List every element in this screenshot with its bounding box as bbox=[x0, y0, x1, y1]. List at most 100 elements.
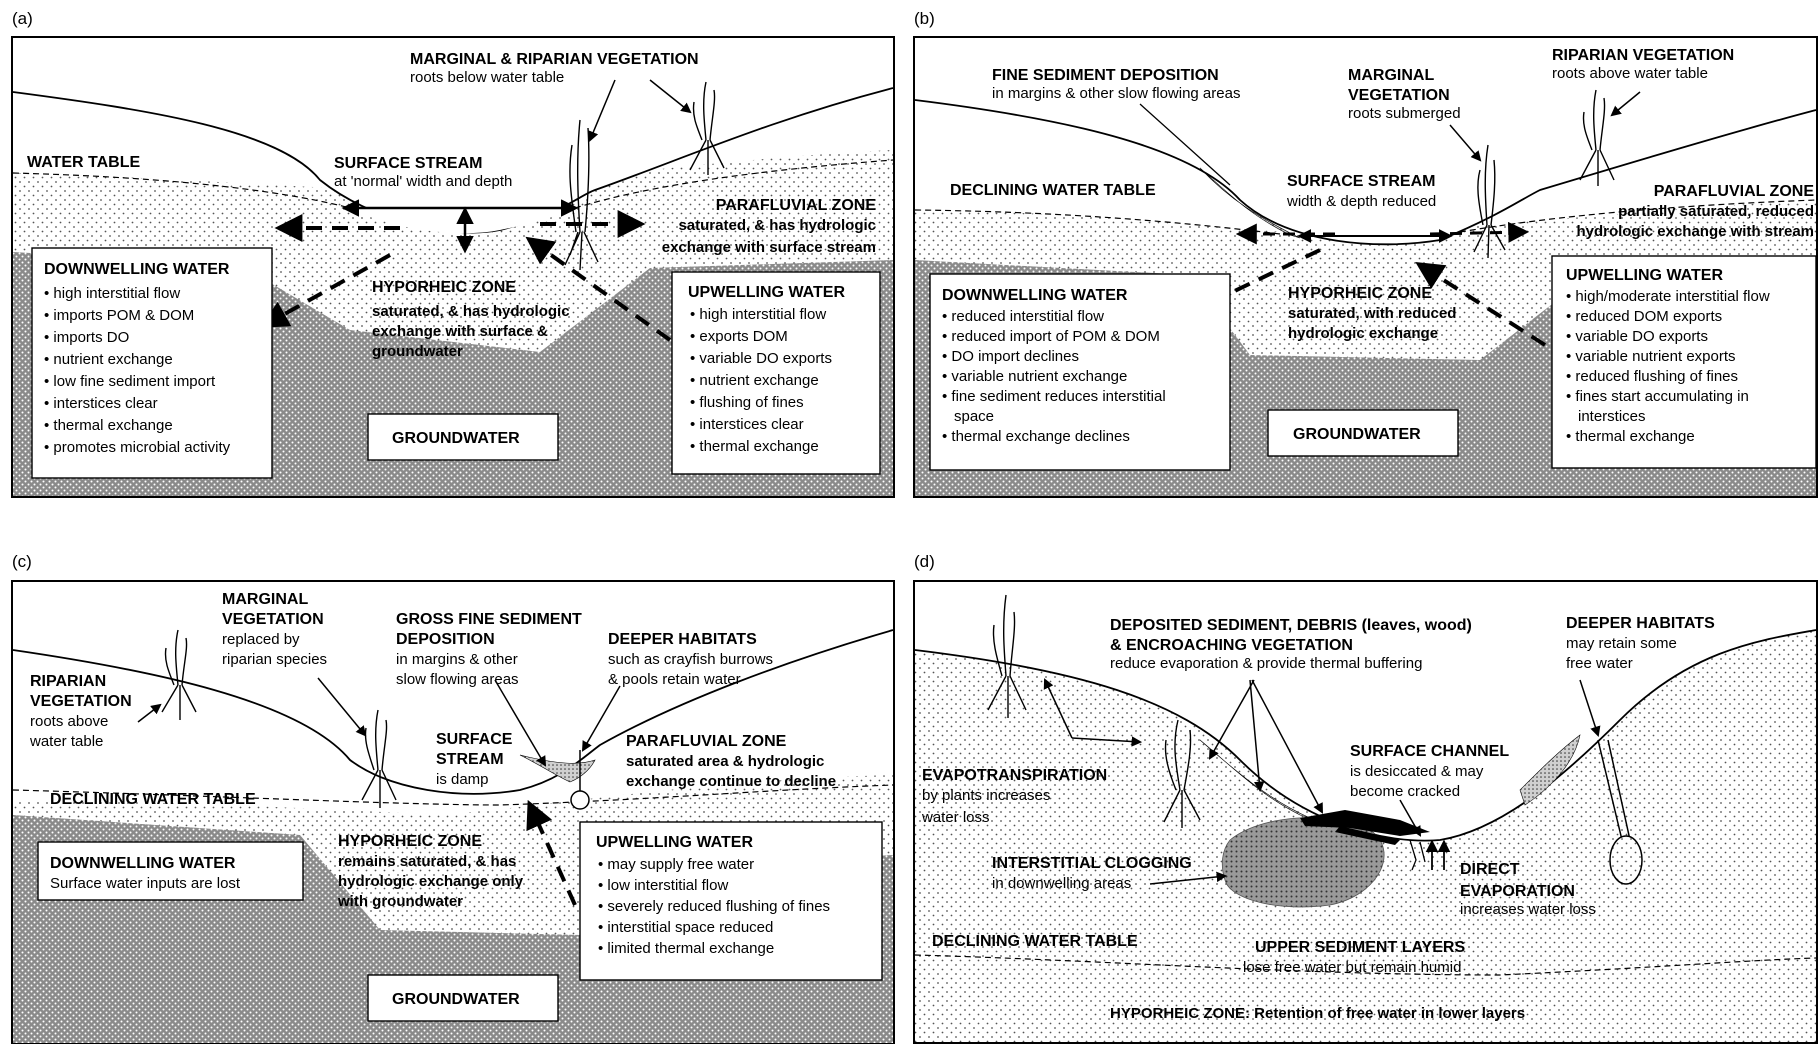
panel-c-hyporheic-line2: hydrologic exchange only bbox=[338, 873, 524, 890]
panel-d-channel-sub1: is desiccated & may bbox=[1350, 763, 1484, 780]
panel-b-sediment-title: FINE SEDIMENT DEPOSITION bbox=[992, 67, 1219, 84]
panel-a-downwelling-title: DOWNWELLING WATER bbox=[44, 261, 230, 278]
panel-c-upwelling-list: • may supply free water • low interstiti… bbox=[598, 856, 830, 957]
panel-d-plant-channel bbox=[1163, 719, 1201, 828]
panel-b-marginal-sub: roots submerged bbox=[1348, 105, 1461, 122]
panel-a-upwelling-box bbox=[671, 271, 881, 475]
panel-b-parafluvial-title: PARAFLUVIAL ZONE bbox=[1654, 183, 1815, 200]
panel-c-parafluvial-title: PARAFLUVIAL ZONE bbox=[626, 733, 787, 750]
panel-a-label: (a) bbox=[12, 9, 33, 28]
list-item: • reduced flushing of fines bbox=[1566, 368, 1738, 385]
list-item: • promotes microbial activity bbox=[44, 439, 231, 456]
panel-c-deeper-sub2: & pools retain water bbox=[608, 671, 741, 688]
panel-d-clogging-pointer bbox=[1149, 871, 1228, 885]
panel-a-parafluvial-line2: exchange with surface stream bbox=[662, 239, 876, 256]
list-item: • limited thermal exchange bbox=[598, 940, 774, 957]
list-item: • imports POM & DOM bbox=[44, 307, 194, 324]
panel-b-downwelling-list: • reduced interstitial flow • reduced im… bbox=[942, 308, 1166, 445]
panel-a-veg-pointer-1 bbox=[588, 79, 616, 142]
panel-a-hyporheic-line1: saturated, & has hydrologic bbox=[372, 303, 570, 320]
panel-a-water-table-line bbox=[12, 159, 894, 209]
panel-b-hyporheic-line1: saturated, with reduced bbox=[1288, 305, 1456, 322]
list-item: • high interstitial flow bbox=[44, 285, 180, 302]
panel-a-stream-title: SURFACE STREAM bbox=[334, 155, 482, 172]
panel-d-air bbox=[915, 582, 1816, 841]
list-item: • nutrient exchange bbox=[690, 372, 819, 389]
panel-a-parafluvial-title: PARAFLUVIAL ZONE bbox=[716, 197, 877, 214]
panel-c-gross-sub2: slow flowing areas bbox=[396, 671, 519, 688]
panel-d-upper-title: UPPER SEDIMENT LAYERS bbox=[1255, 939, 1465, 956]
panel-c-groundwater-label: GROUNDWATER bbox=[392, 991, 520, 1008]
panel-d-water-table-label: DECLINING WATER TABLE bbox=[932, 933, 1138, 950]
panel-c-riparian-sub2: water table bbox=[29, 733, 103, 750]
panel-b-riparian-plant bbox=[1579, 89, 1615, 186]
panel-a-downwelling-arrow bbox=[260, 253, 391, 328]
panel-d-plant-bank bbox=[987, 594, 1027, 718]
panel-b-sediment-pointer bbox=[1139, 103, 1231, 186]
panel-c-stream-sub: is damp bbox=[436, 771, 489, 788]
list-item: • fine sediment reduces interstitial bbox=[942, 388, 1166, 405]
panel-c-upwelling-title: UPWELLING WATER bbox=[596, 834, 753, 851]
panel-b-riparian-title: RIPARIAN VEGETATION bbox=[1552, 47, 1734, 64]
panel-a-upwelling-list: • high interstitial flow • exports DOM •… bbox=[690, 306, 832, 455]
panel-a-veg-pointer-2 bbox=[649, 79, 692, 114]
panel-c-crayfish-burrow bbox=[570, 750, 590, 810]
panel-d-hyporheic-lower bbox=[915, 955, 1816, 1042]
panel-a-upwelling-arrow bbox=[525, 236, 672, 342]
panel-c-marginal-line1: MARGINAL bbox=[222, 591, 308, 608]
panel-a-hyporheic-line3: groundwater bbox=[372, 343, 463, 360]
panel-b: (b) FINE SEDIMENT DEPOSITION in margins … bbox=[913, 9, 1818, 498]
panel-b-lateral-arrow-right bbox=[1429, 221, 1530, 243]
panel-c-marginal-line2: VEGETATION bbox=[222, 611, 324, 628]
panel-b-upwelling-title: UPWELLING WATER bbox=[1566, 267, 1723, 284]
list-item: • severely reduced flushing of fines bbox=[598, 898, 830, 915]
list-item: • thermal exchange bbox=[44, 417, 173, 434]
panel-d-hyporheic-label: HYPORHEIC ZONE: Retention of free water … bbox=[1110, 1005, 1525, 1022]
panel-a-veg-sub: roots below water table bbox=[410, 69, 564, 86]
panel-d-evapotrans-pointer-2 bbox=[1071, 736, 1143, 747]
panel-b-downwelling-title: DOWNWELLING WATER bbox=[942, 287, 1128, 304]
panel-c-marginal-pointer bbox=[317, 677, 367, 737]
panel-b-label: (b) bbox=[914, 9, 935, 28]
list-item: • thermal exchange declines bbox=[942, 428, 1130, 445]
list-item: • exports DOM bbox=[690, 328, 788, 345]
panel-d-evapotrans-title: EVAPOTRANSPIRATION bbox=[922, 767, 1107, 784]
panel-d-deposited-sub: reduce evaporation & provide thermal buf… bbox=[1110, 655, 1422, 672]
panel-b-riparian-pointer bbox=[1610, 91, 1641, 117]
panel-d-clogging-sub: in downwelling areas bbox=[992, 875, 1131, 892]
list-item: • variable nutrient exports bbox=[1566, 348, 1736, 365]
panel-a-downwelling-box bbox=[31, 247, 273, 479]
list-item: • flushing of fines bbox=[690, 394, 804, 411]
panel-c-parafluvial-line1: saturated area & hydrologic bbox=[626, 753, 824, 770]
panel-d-deeper-sub1: may retain some bbox=[1566, 635, 1677, 652]
panel-d-channel-pointer bbox=[1399, 799, 1422, 837]
panel-c-downwelling-box bbox=[37, 841, 304, 901]
panel-c-marginal-sub2: riparian species bbox=[222, 651, 327, 668]
list-item: • interstices clear bbox=[690, 416, 804, 433]
panel-c-hyporheic-title: HYPORHEIC ZONE bbox=[338, 833, 482, 850]
list-item: • high/moderate interstitial flow bbox=[1566, 288, 1770, 305]
panel-c-gross-sub1: in margins & other bbox=[396, 651, 518, 668]
panel-d-deposit-pointer-2 bbox=[1251, 679, 1323, 814]
panel-a-groundwater-box bbox=[367, 413, 559, 461]
panel-d-deeper-pointer bbox=[1579, 679, 1601, 737]
panel-c-deeper-title: DEEPER HABITATS bbox=[608, 631, 757, 648]
panel-c-sediment-pointer bbox=[494, 679, 547, 767]
panel-b-marginal-line1: MARGINAL bbox=[1348, 67, 1434, 84]
list-item: • thermal exchange bbox=[1566, 428, 1695, 445]
list-item: • DO import declines bbox=[942, 348, 1079, 365]
panel-c-marginal-sub1: replaced by bbox=[222, 631, 300, 648]
panel-d-evapotrans-sub1: by plants increases bbox=[922, 787, 1050, 804]
panel-c-gross-line2: DEPOSITION bbox=[396, 631, 495, 648]
panel-a-water-table-label: WATER TABLE bbox=[27, 154, 141, 171]
list-item: • nutrient exchange bbox=[44, 351, 173, 368]
panel-d-deeper-title: DEEPER HABITATS bbox=[1566, 615, 1715, 632]
panel-c-hyporheic-line3: with groundwater bbox=[337, 893, 463, 910]
panel-d-deposit-pointer-1 bbox=[1249, 679, 1265, 793]
list-item: • variable DO exports bbox=[690, 350, 832, 367]
panel-d-sediment-deposit-left bbox=[1199, 739, 1311, 819]
list-item: • interstitial space reduced bbox=[598, 919, 773, 936]
panel-c-downwelling-title: DOWNWELLING WATER bbox=[50, 855, 236, 872]
panel-c-label: (c) bbox=[12, 552, 32, 571]
panel-d-evapotrans-pointer-1 bbox=[1043, 678, 1073, 739]
